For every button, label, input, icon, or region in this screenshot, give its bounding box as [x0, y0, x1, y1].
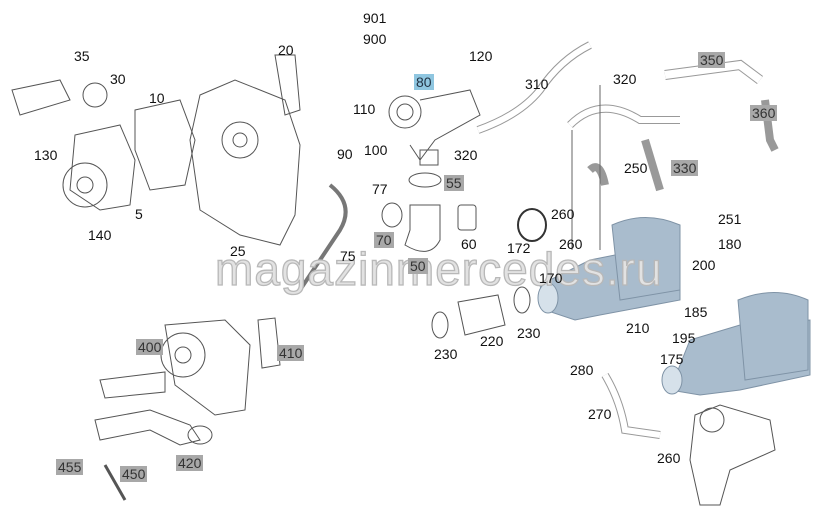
- part-number-label: 30: [110, 71, 126, 87]
- part-number-label: 250: [624, 160, 648, 176]
- part-number-label: 350: [698, 52, 726, 68]
- part-number-label: 130: [34, 147, 58, 163]
- part-number-label: 901: [363, 10, 387, 26]
- part-number-label: 310: [525, 76, 549, 92]
- part-number-label: 360: [750, 105, 778, 121]
- part-number-label: 55: [444, 175, 464, 191]
- part-number-label: 900: [363, 31, 387, 47]
- part-number-label: 260: [551, 206, 575, 222]
- part-number-label: 75: [340, 248, 356, 264]
- part-number-label: 280: [570, 362, 594, 378]
- part-number-label: 251: [718, 211, 742, 227]
- part-number-label: 230: [434, 346, 458, 362]
- part-number-label: 260: [559, 236, 583, 252]
- part-number-label: 70: [374, 232, 394, 248]
- part-number-label: 77: [372, 181, 388, 197]
- part-number-label: 400: [136, 339, 164, 355]
- part-number-label: 450: [120, 466, 148, 482]
- part-number-label: 270: [588, 406, 612, 422]
- part-number-label: 410: [277, 345, 305, 361]
- part-number-label: 420: [176, 455, 204, 471]
- part-number-label: 110: [353, 101, 376, 117]
- part-number-label: 140: [88, 227, 112, 243]
- part-number-label: 320: [454, 147, 478, 163]
- part-number-label: 172: [507, 240, 531, 256]
- water-pump-part: [11, 79, 136, 211]
- part-number-label: 60: [461, 236, 477, 252]
- part-number-label: 25: [230, 243, 246, 259]
- timing-cover-part: [189, 79, 301, 246]
- part-number-label: 20: [278, 42, 294, 58]
- lower-water-pump-part: [94, 317, 281, 501]
- watermark: magazinmercedes.ru: [214, 242, 663, 295]
- part-number-label: 35: [74, 48, 90, 64]
- part-number-label: 455: [56, 459, 84, 475]
- part-number-label: 260: [657, 450, 681, 466]
- part-number-label: 120: [469, 48, 493, 64]
- part-number-label: 210: [626, 320, 650, 336]
- part-number-label: 10: [149, 90, 165, 106]
- thermostat-housing-part: [388, 89, 481, 166]
- part-number-label: 230: [517, 325, 541, 341]
- part-number-label: 50: [408, 258, 428, 274]
- heat-exchanger-housing-part: [537, 217, 811, 396]
- part-number-label: 320: [613, 71, 637, 87]
- gasket-part: [134, 99, 196, 191]
- part-number-label: 100: [364, 142, 388, 158]
- part-number-label: 200: [692, 257, 716, 273]
- part-number-label: 195: [672, 330, 696, 346]
- part-number-label: 5: [135, 206, 143, 222]
- part-number-label: 220: [480, 333, 504, 349]
- part-number-label: 330: [671, 160, 699, 176]
- part-number-label: 170: [539, 270, 563, 286]
- part-number-label: 80: [414, 74, 434, 90]
- part-number-label: 185: [684, 304, 708, 320]
- part-number-label: 90: [337, 146, 353, 162]
- part-number-label: 180: [718, 236, 742, 252]
- part-number-label: 175: [660, 351, 684, 367]
